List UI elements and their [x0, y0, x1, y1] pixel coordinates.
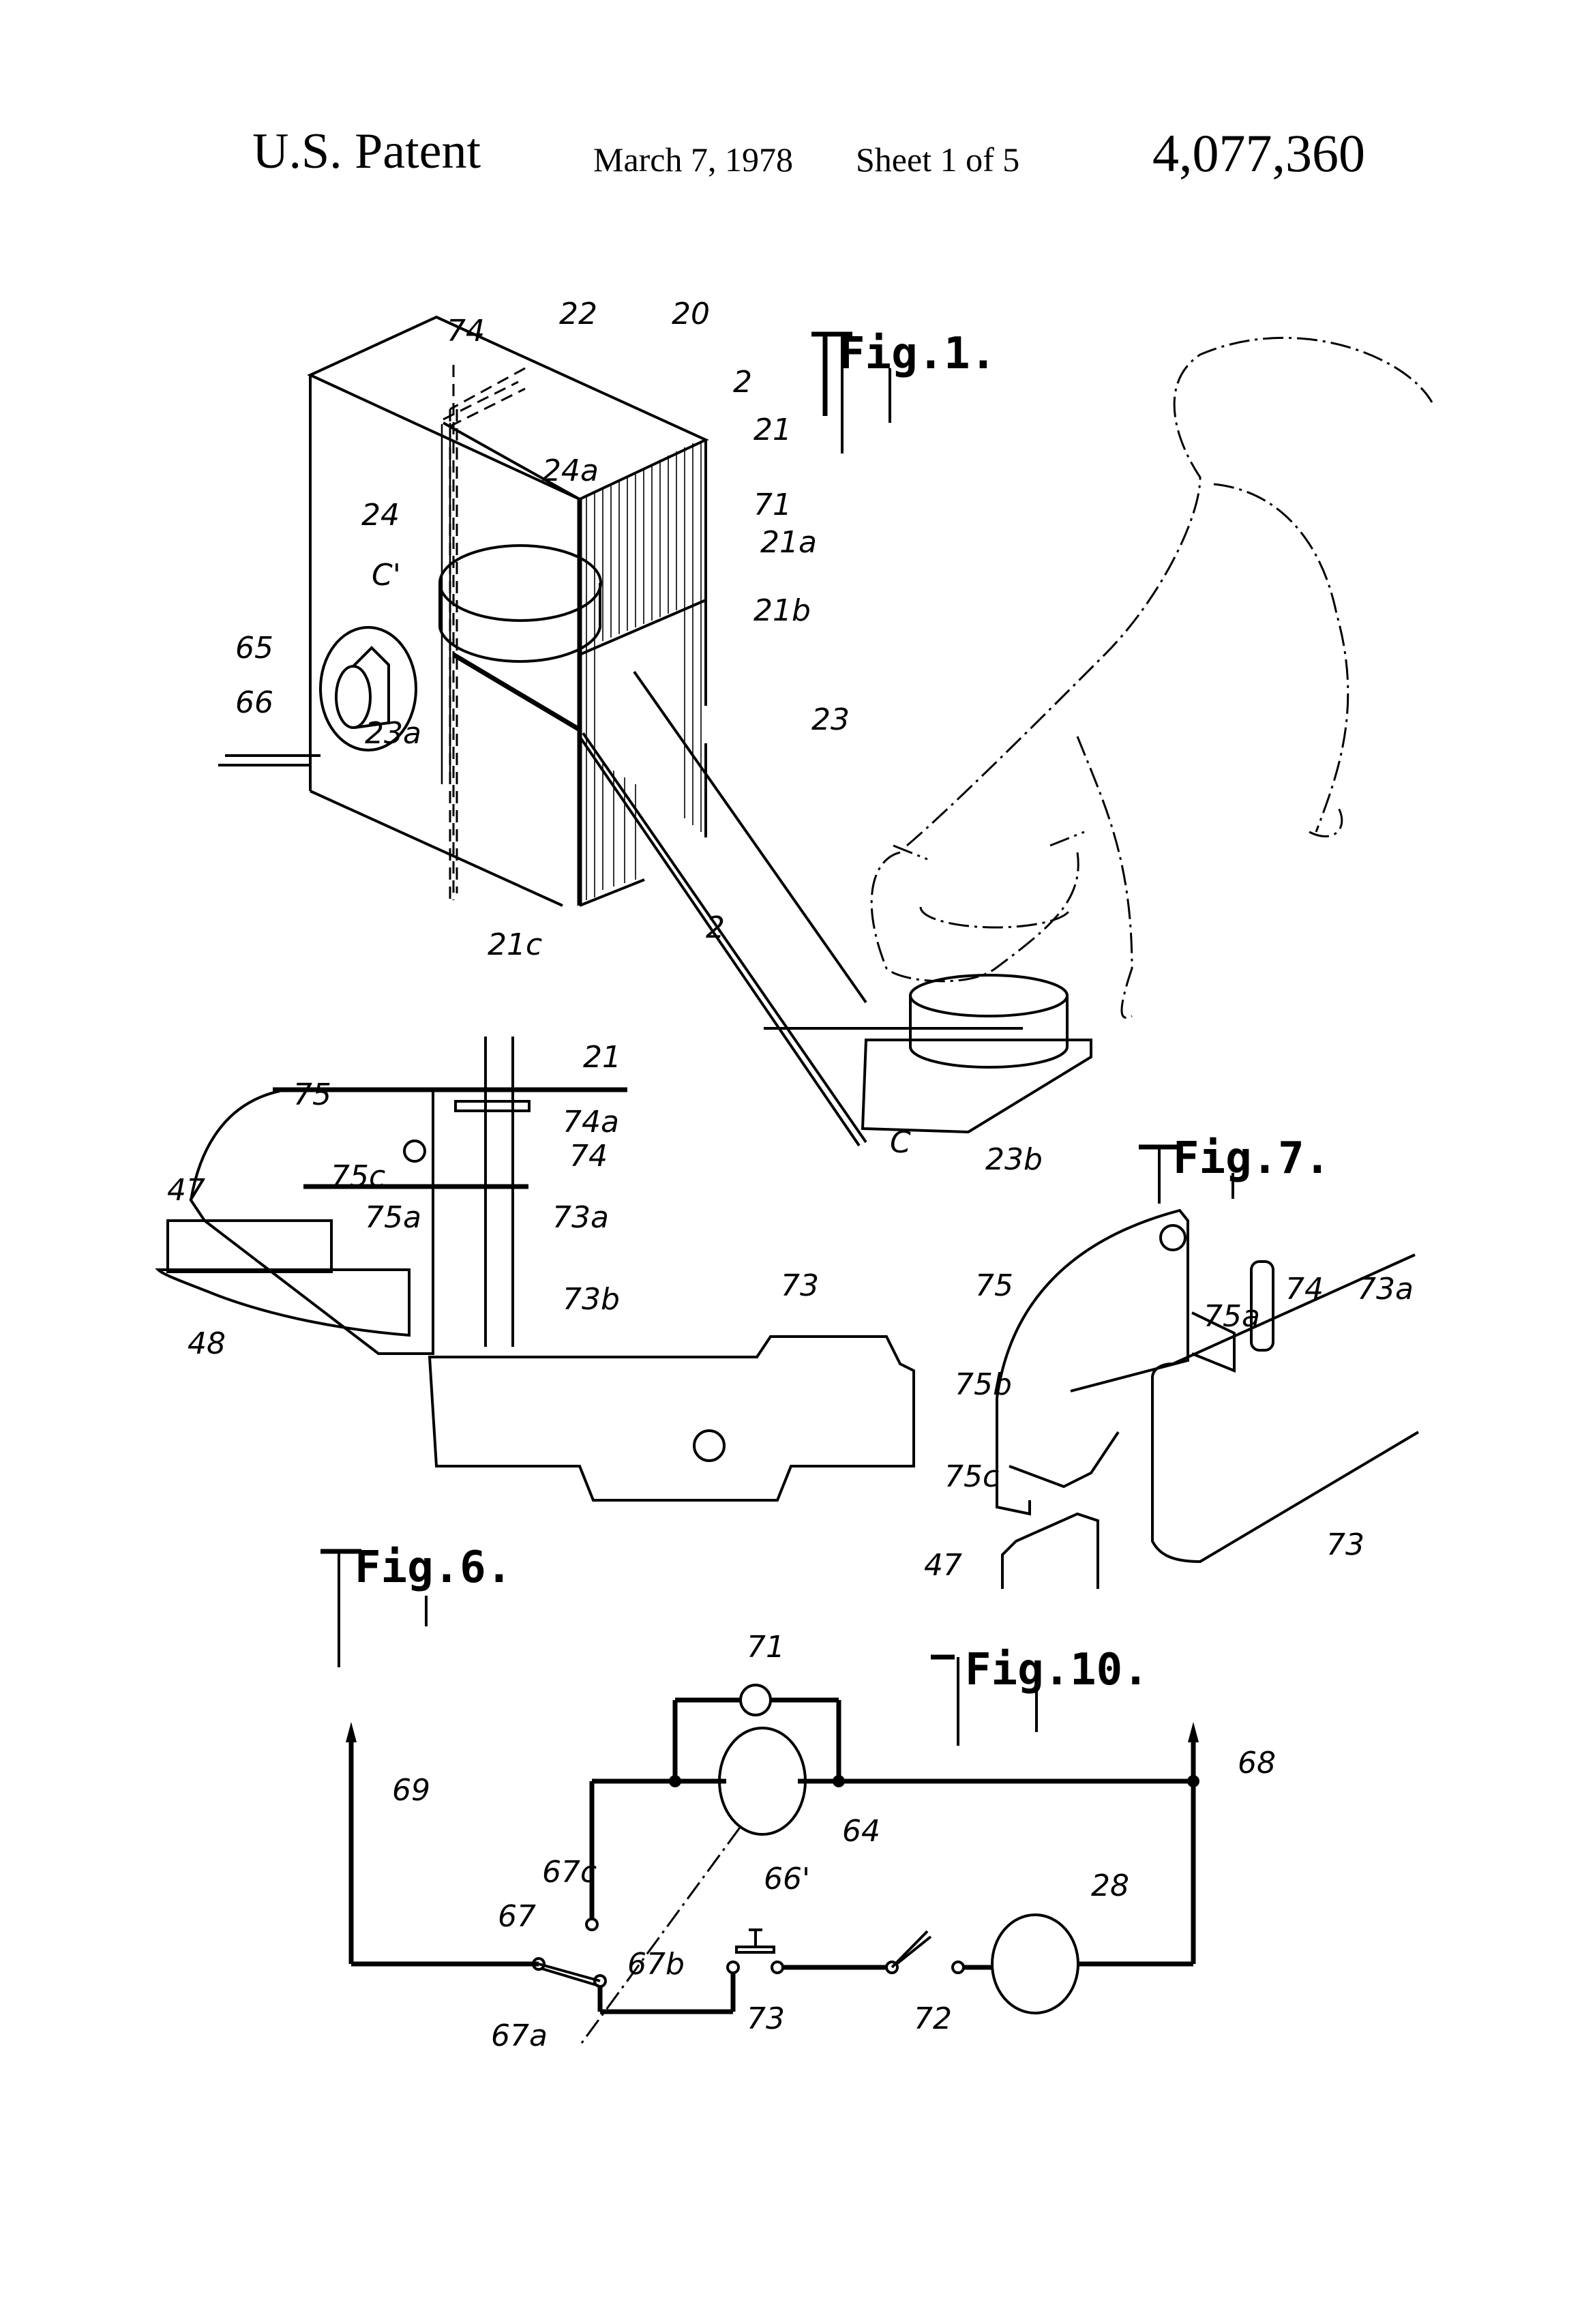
- label-67: 67: [498, 1899, 536, 1934]
- fig7-title: Fig.7.: [1139, 1133, 1330, 1204]
- label-73: 73: [1326, 1528, 1364, 1562]
- label-74: 74: [447, 314, 485, 348]
- label-23b: 23b: [985, 1142, 1043, 1177]
- label-2-bottom: 2: [706, 910, 725, 945]
- label-21c: 21c: [488, 927, 542, 962]
- label-74: 74: [569, 1139, 608, 1174]
- label-64: 64: [842, 1814, 880, 1849]
- fig6-title-text: Fig.6.: [355, 1543, 512, 1593]
- label-71: 71: [753, 488, 792, 522]
- label-65: 65: [235, 631, 273, 666]
- figure-10-circuit: Fig.10.: [346, 1630, 1276, 2053]
- label-73a: 73a: [552, 1200, 609, 1235]
- label-75a: 75a: [1204, 1299, 1260, 1334]
- label-75b: 75b: [955, 1367, 1012, 1402]
- label-75: 75: [975, 1268, 1013, 1303]
- arrow-up-68: [1188, 1722, 1199, 1742]
- label-21: 21: [753, 413, 792, 447]
- fig10-title-text: Fig.10.: [965, 1645, 1149, 1695]
- feeding-bowl-C: [910, 975, 1067, 1067]
- label-67c: 67c: [542, 1855, 597, 1890]
- arrow-up-69: [346, 1722, 357, 1742]
- label-66: 66: [235, 685, 273, 720]
- label-73: 73: [781, 1268, 819, 1303]
- label-24a: 24a: [542, 453, 599, 488]
- lamp-71-icon: [741, 1685, 771, 1715]
- fig6-title: Fig.6.: [320, 1543, 512, 1667]
- label-73: 73: [747, 2001, 785, 2036]
- fig1-title-text: Fig.1.: [839, 329, 996, 379]
- label-C: C: [890, 1125, 911, 1160]
- label-75c: 75c: [331, 1159, 385, 1194]
- label-67a: 67a: [491, 2018, 548, 2053]
- timer-motor-64: [719, 1728, 805, 1834]
- label-75: 75: [293, 1077, 331, 1112]
- label-24: 24: [361, 498, 400, 533]
- label-69: 69: [392, 1773, 430, 1808]
- label-47: 47: [924, 1548, 962, 1583]
- figure-7: Fig.7. 75 74 73a 75a 75b 75c 47 73: [924, 1133, 1418, 1589]
- label-75a: 75a: [365, 1200, 421, 1235]
- figure-6: Fig.6. 21 75 74a 74 47 75c 75a 73a 73b 7…: [158, 1037, 914, 1667]
- fig7-title-text: Fig.7.: [1173, 1133, 1330, 1184]
- figure-1: Fig.1.: [218, 297, 1432, 1177]
- fig10-title: Fig.10.: [931, 1645, 1149, 1746]
- fig1-title: Fig.1.: [811, 329, 996, 453]
- cat-outline: [871, 338, 1432, 1017]
- label-71: 71: [747, 1630, 785, 1665]
- label-23: 23: [811, 702, 850, 737]
- label-73a: 73a: [1357, 1272, 1414, 1307]
- label-73b: 73b: [563, 1282, 620, 1317]
- label-21: 21: [583, 1040, 621, 1075]
- label-68: 68: [1238, 1746, 1276, 1781]
- label-22: 22: [559, 297, 597, 331]
- label-C-prime: C': [372, 558, 401, 593]
- label-75c: 75c: [944, 1459, 999, 1494]
- label-67b: 67b: [627, 1947, 685, 1982]
- motor-28: [992, 1915, 1078, 2013]
- label-23a: 23a: [365, 716, 421, 751]
- label-21a: 21a: [760, 525, 817, 560]
- label-74a: 74a: [563, 1105, 619, 1139]
- label-20: 20: [672, 297, 710, 331]
- label-2-top: 2: [733, 365, 752, 400]
- label-72: 72: [914, 2001, 952, 2036]
- label-28: 28: [1091, 1868, 1129, 1903]
- label-74: 74: [1285, 1272, 1324, 1307]
- label-47: 47: [167, 1173, 205, 1208]
- label-48: 48: [188, 1326, 226, 1361]
- fig1-labels: 74 22 20 2 21 24a 71 24 21a C' 21b 65 66…: [235, 297, 1043, 1177]
- label-21b: 21b: [753, 593, 811, 628]
- label-66-prime: 66': [764, 1862, 810, 1896]
